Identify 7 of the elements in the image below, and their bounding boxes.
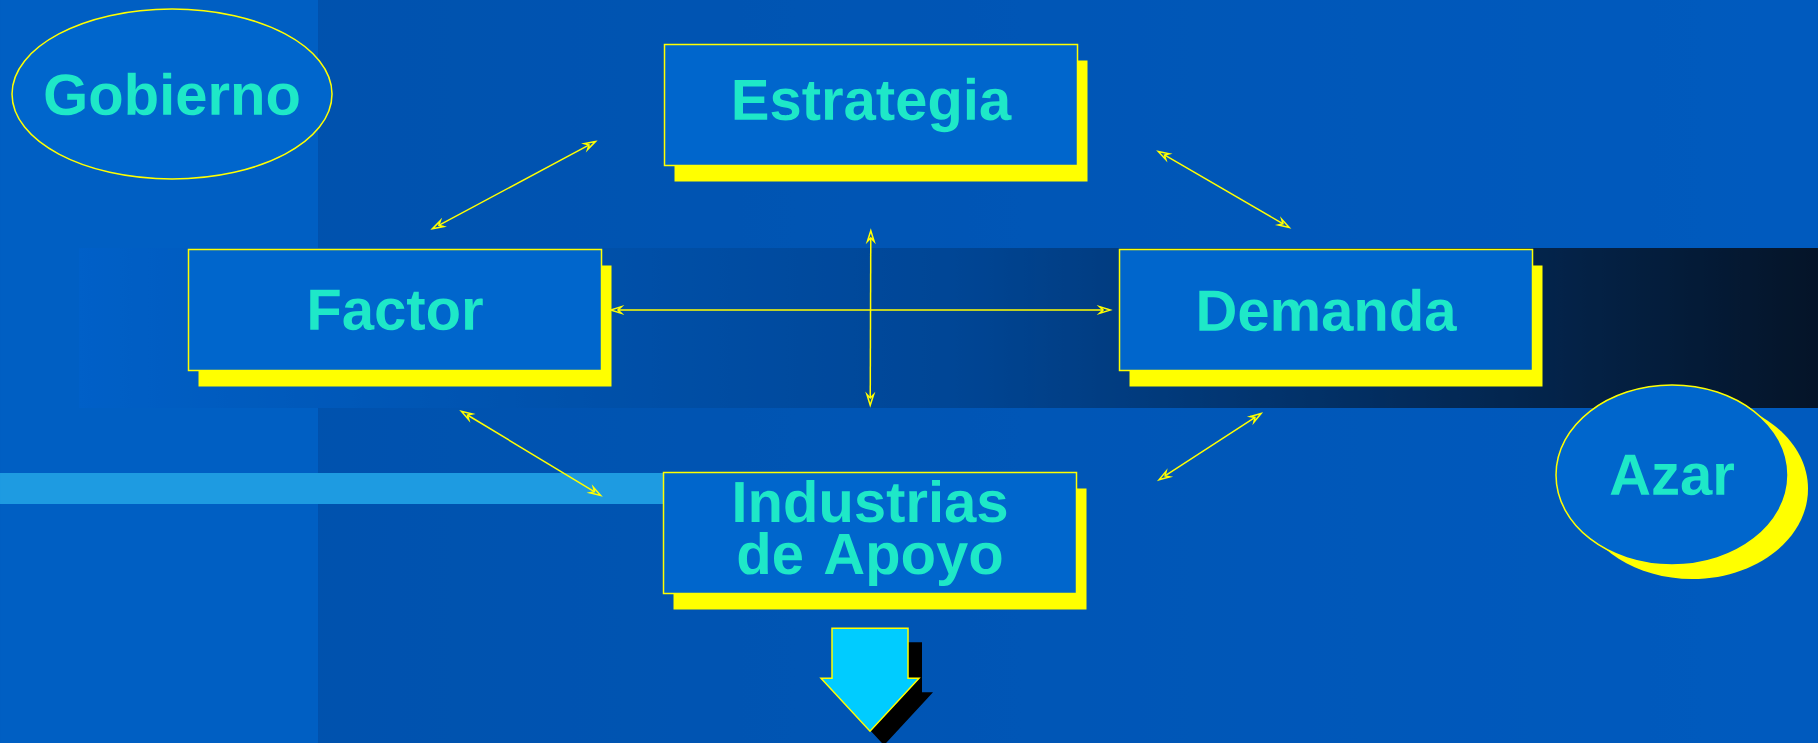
ellipse-node: Gobierno [11,8,333,180]
process-box: Demanda [1118,248,1543,387]
process-box: Factor [187,248,612,387]
process-box: Industrias de Apoyo [662,471,1087,610]
block-arrow [819,627,933,743]
process-box: Estrategia [663,43,1088,182]
ellipse-node: Azar [1555,384,1808,579]
